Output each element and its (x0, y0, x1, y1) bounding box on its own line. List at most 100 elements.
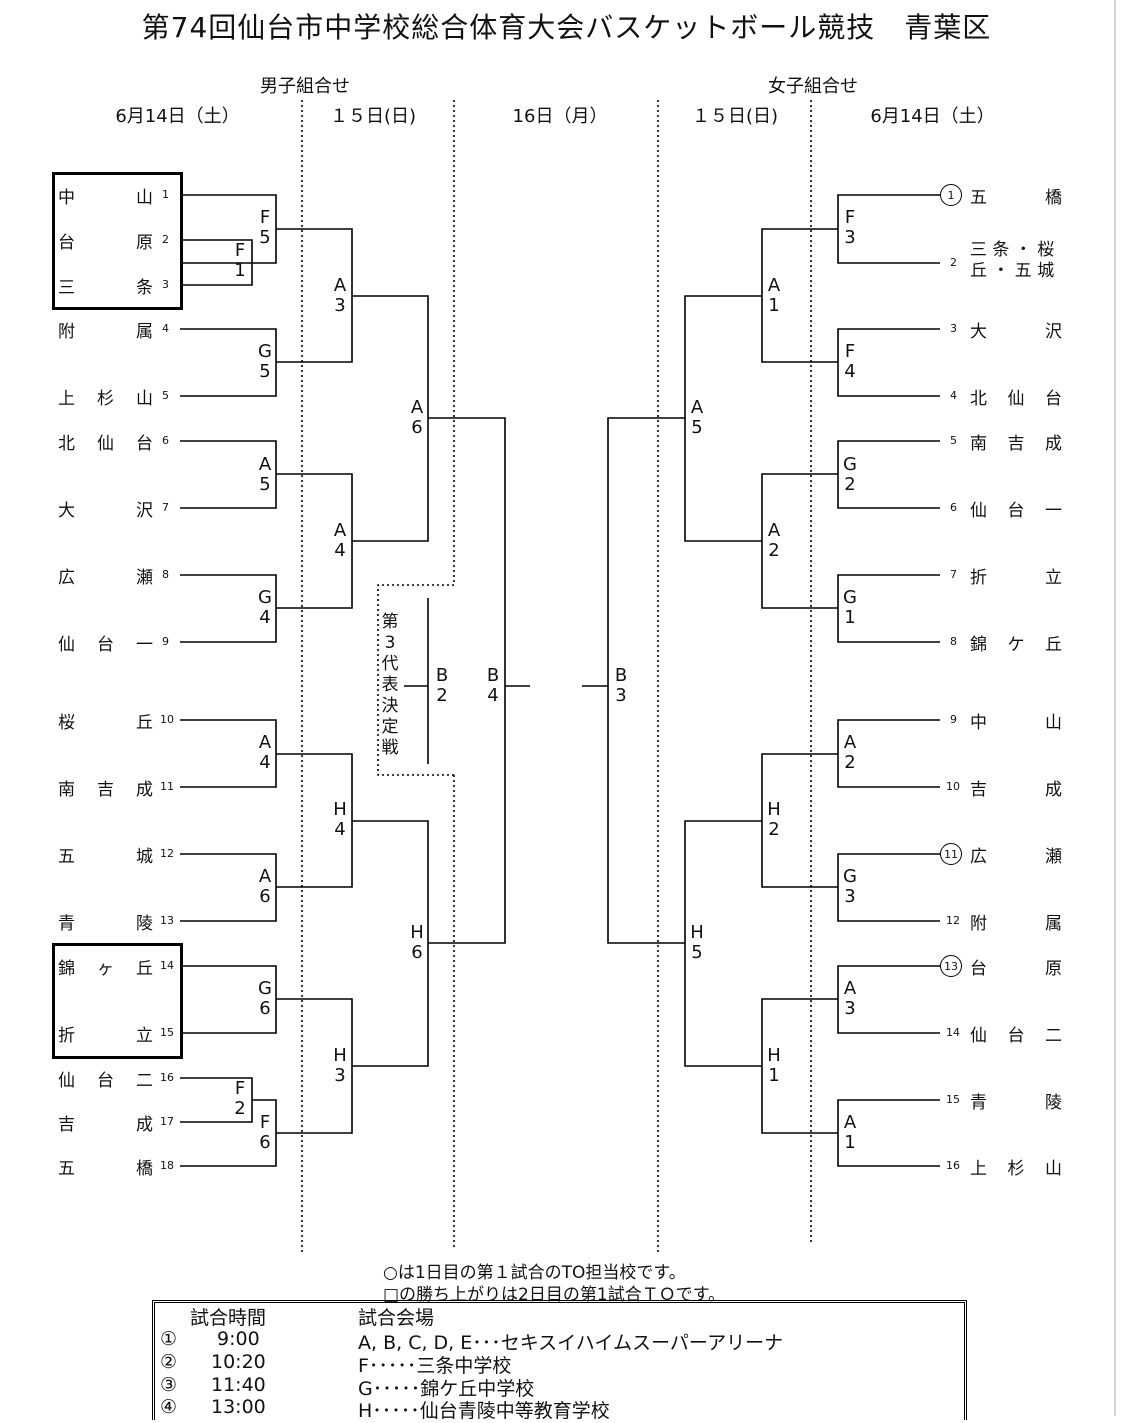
boys-team-row: 北仙台 (58, 433, 153, 454)
boys-team-row: 折立 (58, 1025, 153, 1046)
girls-seed-number: 12 (946, 914, 960, 927)
date-header-day3: 16日（月） (512, 106, 608, 127)
schedule-venue: G･････錦ケ丘中学校 (358, 1378, 535, 1400)
date-header-boys-day2: １５日(日) (329, 106, 417, 127)
girls-team-row: 錦ケ丘 (970, 634, 1062, 655)
schedule-time: 10:20 (211, 1351, 266, 1373)
boys-team-row: 上杉山 (58, 388, 153, 409)
girls-team-row: 青陵 (970, 1092, 1062, 1113)
boys-seed-number: 8 (162, 568, 169, 581)
boys-team-row: 南吉成 (58, 779, 153, 800)
schedule-venue: F･････三条中学校 (358, 1355, 512, 1377)
girls-team-line: 丘 ・ 五 城 (970, 261, 1055, 281)
boys-team-row: 仙台一 (58, 634, 153, 655)
date-header-girls-day1: 6月14日（土） (870, 106, 995, 127)
girls-team-row: 折立 (970, 567, 1062, 588)
girls-team-row: 附属 (970, 913, 1062, 934)
girls-seed-number: 9 (950, 713, 957, 726)
girls-team-row: 仙台二 (970, 1025, 1062, 1046)
date-header-girls-day2: １５日(日) (691, 106, 779, 127)
boys-team-row: 青陵 (58, 913, 153, 934)
girls-team-row: 広瀬 (970, 846, 1062, 867)
girls-team-row: 中山 (970, 712, 1062, 733)
girls-bracket-header: 女子組合せ (768, 76, 858, 97)
boys-seed-number: 6 (162, 434, 169, 447)
boys-seed-number: 12 (160, 847, 174, 860)
girls-team-row: 北仙台 (970, 388, 1062, 409)
schedule-mark: ④ (160, 1396, 178, 1418)
girls-seed-number: 6 (950, 501, 957, 514)
girls-team-row: 上杉山 (970, 1158, 1062, 1179)
highlight-box-bottom (52, 943, 183, 1059)
girls-seed-number: 2 (950, 256, 957, 269)
boys-seed-number: 4 (162, 322, 169, 335)
boys-seed-number: 2 (162, 233, 169, 246)
girls-team-row-combined: 三 条 ・ 桜 丘 ・ 五 城 (970, 240, 1065, 282)
boys-team-row: 吉成 (58, 1114, 153, 1135)
girls-seed-number-circled: 11 (940, 843, 962, 865)
boys-team-row: 五橋 (58, 1158, 153, 1179)
schedule-venue: A, B, C, D, E･･･セキスイハイムスーパーアリーナ (358, 1332, 784, 1354)
schedule-header-time: 試合時間 (190, 1307, 267, 1329)
girls-team-row: 大沢 (970, 321, 1062, 342)
boys-seed-number: 1 (162, 188, 169, 201)
schedule-time: 13:00 (211, 1396, 266, 1418)
page-title: 第74回仙台市中学校総合体育大会バスケットボール競技 青葉区 (141, 11, 992, 44)
girls-team-row: 五橋 (970, 187, 1062, 208)
girls-seed-number: 8 (950, 635, 957, 648)
girls-seed-number: 7 (950, 568, 957, 581)
boys-team-row: 大沢 (58, 500, 153, 521)
girls-team-row: 吉成 (970, 779, 1062, 800)
boys-team-row: 附属 (58, 321, 153, 342)
boys-seed-number: 11 (160, 780, 174, 793)
boys-seed-number: 10 (160, 713, 174, 726)
boys-seed-number: 18 (160, 1159, 174, 1172)
boys-bracket-header: 男子組合せ (260, 76, 350, 97)
schedule-time: 9:00 (217, 1328, 260, 1350)
schedule-time: 11:40 (211, 1374, 266, 1396)
highlight-box-top (52, 172, 183, 310)
date-header-boys-day1: 6月14日（土） (115, 106, 240, 127)
schedule-mark: ③ (160, 1374, 178, 1396)
girls-seed-number-circled: 1 (940, 184, 962, 206)
girls-team-line: 三 条 ・ 桜 (970, 240, 1055, 260)
boys-seed-number: 5 (162, 389, 169, 402)
girls-seed-number: 4 (950, 389, 957, 402)
boys-seed-number: 3 (162, 278, 169, 291)
boys-seed-number: 15 (160, 1026, 174, 1039)
boys-team-row: 広瀬 (58, 567, 153, 588)
girls-seed-number: 5 (950, 434, 957, 447)
girls-seed-number: 15 (946, 1093, 960, 1106)
boys-seed-number: 16 (160, 1071, 174, 1084)
schedule-venue: H･････仙台青陵中等教育学校 (358, 1400, 610, 1422)
